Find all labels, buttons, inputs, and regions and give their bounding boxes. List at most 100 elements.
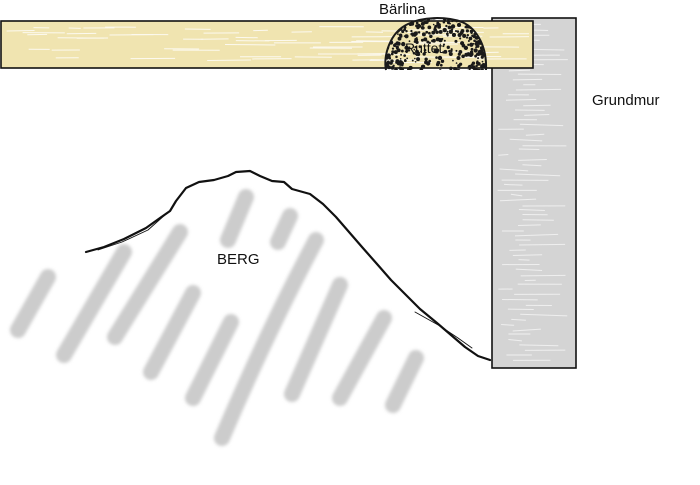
rot-speck bbox=[443, 39, 446, 42]
rot-speck bbox=[445, 32, 449, 36]
rot-speck bbox=[404, 34, 409, 39]
grundmur-grain-stroke bbox=[515, 88, 562, 91]
grundmur-label: Grundmur bbox=[592, 92, 660, 109]
rot-speck bbox=[428, 31, 431, 35]
rot-speck bbox=[468, 52, 473, 57]
rot-speck bbox=[415, 49, 420, 54]
rot-speck bbox=[390, 59, 394, 63]
barlina-label: Bärlina bbox=[379, 1, 426, 18]
rot-speck bbox=[452, 59, 454, 62]
rot-speck bbox=[477, 68, 481, 70]
rot-speck bbox=[435, 56, 438, 59]
grundmur-grain-stroke bbox=[522, 164, 542, 167]
rot-speck bbox=[450, 26, 453, 29]
rot-speck bbox=[411, 59, 414, 62]
rot-speck bbox=[456, 56, 461, 61]
rot-speck bbox=[431, 30, 436, 35]
ruttet-label: Ruttet bbox=[405, 40, 443, 56]
rot-speck bbox=[426, 19, 429, 22]
rot-speck bbox=[466, 34, 470, 37]
rot-speck bbox=[393, 68, 399, 70]
rot-speck bbox=[414, 60, 417, 63]
rot-speck bbox=[439, 63, 443, 67]
rot-speck bbox=[397, 36, 402, 41]
rock-stripe bbox=[332, 310, 392, 406]
rot-speck bbox=[469, 42, 474, 47]
rot-speck bbox=[442, 45, 445, 48]
rot-speck bbox=[435, 30, 439, 34]
rot-speck bbox=[475, 44, 480, 48]
rot-speck bbox=[453, 66, 457, 70]
grundmur-wall bbox=[491, 17, 577, 369]
rock-stripe bbox=[270, 208, 298, 250]
rot-speck bbox=[438, 69, 442, 70]
grundmur-grain-stroke bbox=[508, 69, 531, 72]
rot-speck bbox=[418, 45, 422, 49]
rot-speck bbox=[459, 71, 461, 73]
rot-speck bbox=[454, 29, 458, 33]
rot-speck bbox=[474, 54, 478, 58]
rot-speck bbox=[431, 15, 433, 17]
rot-speck bbox=[454, 39, 458, 43]
rot-speck bbox=[398, 62, 403, 66]
rot-speck bbox=[396, 41, 401, 46]
rot-speck bbox=[420, 21, 425, 26]
rot-speck bbox=[459, 32, 461, 35]
rot-speck bbox=[395, 55, 398, 59]
rot-speck bbox=[399, 58, 402, 60]
rot-speck bbox=[465, 36, 469, 39]
rot-speck bbox=[391, 50, 395, 54]
grundmur-grain-stroke bbox=[498, 153, 509, 156]
rot-speck bbox=[404, 58, 407, 61]
grundmur-grain-stroke bbox=[505, 98, 537, 101]
rot-speck bbox=[455, 62, 458, 64]
rot-speck bbox=[419, 68, 424, 70]
rot-speck bbox=[464, 52, 469, 57]
rot-speck bbox=[406, 57, 409, 60]
rot-speck bbox=[481, 60, 484, 63]
rot-speck bbox=[413, 40, 417, 43]
rot-speck bbox=[390, 42, 393, 45]
rot-speck bbox=[449, 66, 453, 70]
rock-stripes bbox=[10, 189, 424, 446]
grundmur-grain-stroke bbox=[508, 338, 522, 342]
rot-speck bbox=[413, 31, 418, 36]
rot-speck bbox=[429, 34, 433, 39]
rot-speck bbox=[468, 36, 473, 41]
rot-speck bbox=[442, 43, 446, 46]
rock-stripe bbox=[107, 224, 188, 345]
rot-speck bbox=[403, 35, 406, 37]
rot-speck bbox=[450, 48, 453, 51]
rot-speck bbox=[448, 51, 453, 56]
rot-speck bbox=[461, 32, 464, 35]
rot-speck bbox=[413, 48, 416, 51]
rot-speck bbox=[457, 15, 459, 17]
rot-speck bbox=[470, 31, 473, 35]
rot-speck bbox=[457, 24, 460, 27]
rot-speck bbox=[448, 29, 453, 34]
rot-speck bbox=[472, 35, 477, 39]
rot-speck bbox=[404, 45, 409, 50]
rot-speck bbox=[458, 15, 461, 18]
rot-speck bbox=[390, 52, 394, 56]
grundmur-grain-stroke bbox=[518, 158, 547, 161]
rot-speck bbox=[451, 32, 457, 38]
rot-speck bbox=[399, 59, 402, 63]
grundmur-grain-stroke bbox=[519, 123, 564, 127]
rot-speck bbox=[393, 43, 397, 48]
rot-speck bbox=[393, 50, 398, 55]
rock-stripe bbox=[10, 269, 56, 338]
rot-speck bbox=[387, 65, 391, 70]
rot-speck bbox=[405, 29, 408, 33]
rot-speck bbox=[421, 32, 426, 37]
rot-speck bbox=[446, 30, 449, 33]
rot-speck bbox=[448, 49, 451, 53]
rot-speck bbox=[437, 55, 443, 61]
rot-speck bbox=[445, 24, 448, 28]
rot-speck bbox=[403, 28, 407, 31]
rot-speck bbox=[407, 48, 411, 52]
rot-speck bbox=[456, 68, 461, 70]
grundmur-grain-stroke bbox=[518, 208, 545, 211]
rot-speck bbox=[401, 29, 405, 34]
rot-speck bbox=[468, 68, 471, 70]
